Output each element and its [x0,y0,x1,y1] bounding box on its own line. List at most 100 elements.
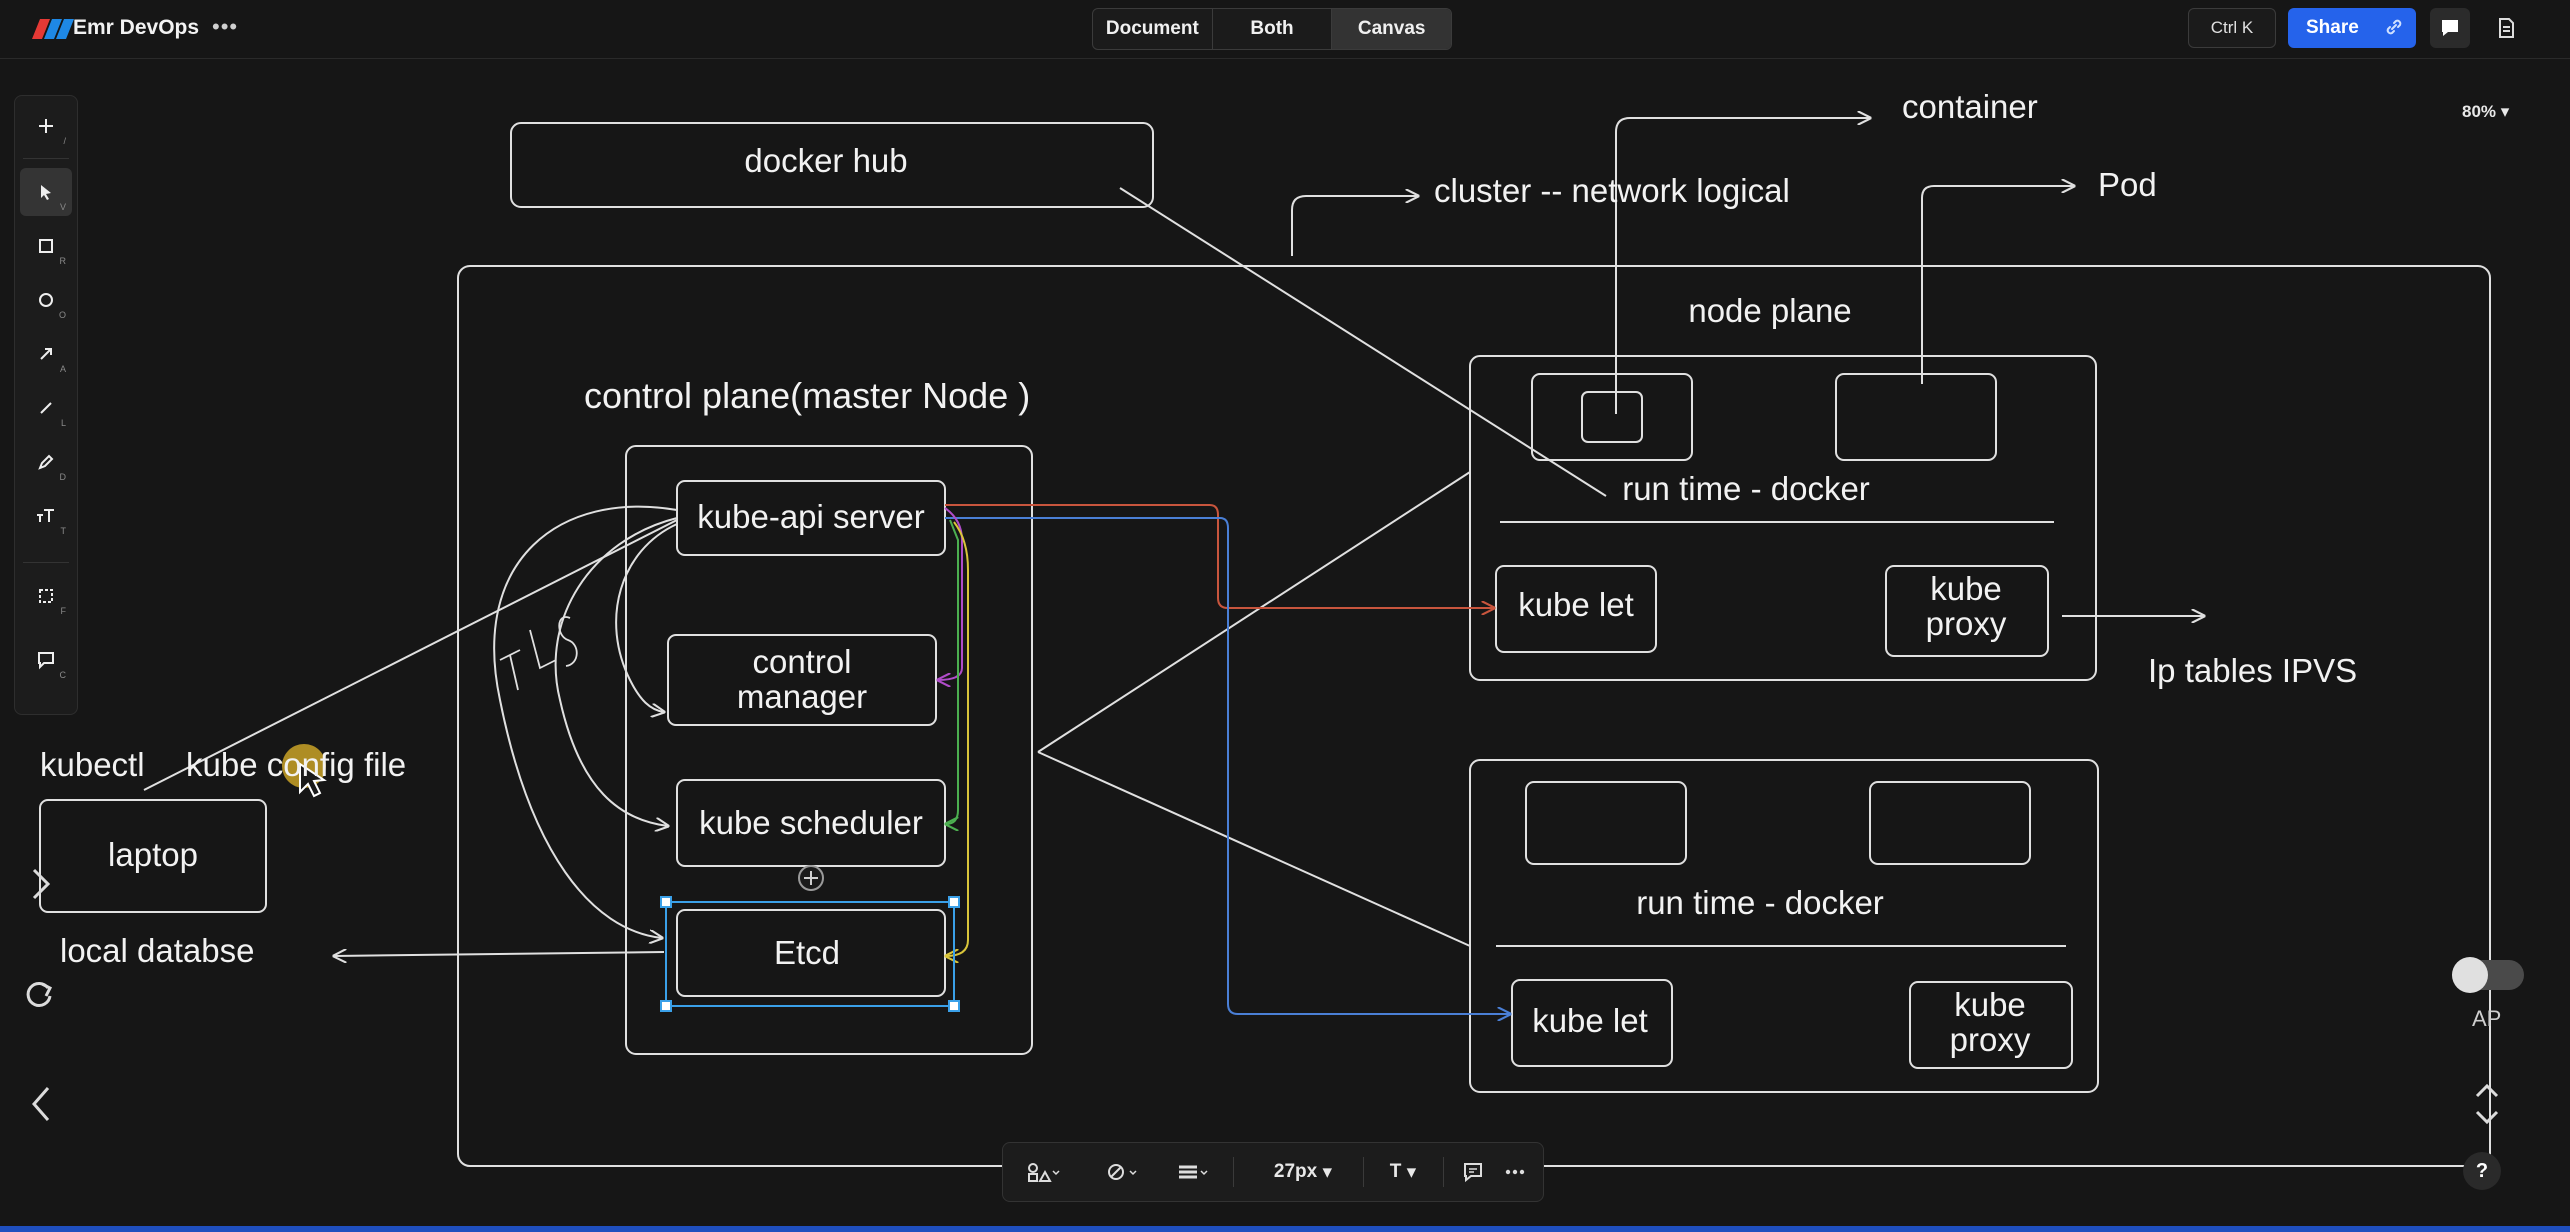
pencil-icon [38,454,54,470]
no-fill-icon [1108,1164,1137,1180]
control-manager-box [667,634,937,726]
selection-handle [660,1000,672,1012]
kube-proxy-label-1[interactable]: kube proxy [1925,570,2007,642]
shortcut-key: R [59,256,67,266]
runtime-docker-label-2[interactable]: run time - docker [1636,884,1884,921]
kube-api-label[interactable]: kube-api server [697,498,925,535]
shape-style-button[interactable] [1013,1143,1073,1201]
control-manager-label[interactable]: control manager [736,643,868,715]
fill-none-button[interactable] [1093,1143,1153,1201]
add-tool[interactable]: / [20,102,72,150]
toolbar-divider [23,562,69,563]
node2-slot-b [1869,781,2031,865]
share-button[interactable]: Share [2288,8,2416,48]
tls-curve-3 [615,523,678,712]
font-size-dropdown[interactable]: 27px ▾ [1273,1161,1333,1183]
more-horizontal-icon [1505,1169,1525,1175]
tab-both[interactable]: Both [1213,9,1333,49]
app-title[interactable]: Emr DevOps [73,16,200,39]
kube-proxy-label-2[interactable]: kube proxy [1949,986,2031,1058]
rectangle-tool[interactable]: R [20,222,72,270]
ellipse-tool[interactable]: O [20,276,72,324]
selection-handle [948,896,960,908]
control-to-node1-line [1037,471,1471,753]
tls-curve-2 [554,517,678,826]
tab-canvas[interactable]: Canvas [1332,9,1451,49]
arrow-tool[interactable]: A [20,330,72,378]
add-comment-button[interactable] [1453,1143,1493,1201]
text-tool[interactable]: T [20,492,72,540]
frame-tool[interactable]: F [20,572,72,620]
command-palette-button[interactable]: Ctrl K [2188,8,2276,48]
text-style-value: T [1389,1161,1402,1182]
app-logo-icon[interactable] [32,19,78,39]
cursor-icon [299,762,327,798]
shapes-icon [1028,1163,1060,1182]
selection-handle [660,896,672,908]
format-divider [1233,1157,1234,1187]
drawing-toolbar: / V R O A L D T F C [14,95,78,715]
green-api-to-scheduler-arrow [946,519,959,824]
kube-config-label[interactable]: kube config file [186,746,407,783]
ellipse-icon [39,293,53,307]
line-icon [40,402,52,414]
etcd-label[interactable]: Etcd [773,934,841,971]
blue-api-to-kubelet2-arrow [945,517,1510,1014]
shortcut-key: V [59,202,66,212]
ap-toggle-switch[interactable] [2452,957,2524,993]
expand-vertical-icon[interactable] [2472,1082,2502,1126]
line-tool[interactable]: L [20,384,72,432]
format-divider [1363,1157,1364,1187]
select-tool[interactable]: V [20,168,72,216]
ap-label: AP [2472,1006,2502,1031]
more-options-button[interactable]: ••• [212,14,239,39]
refresh-icon[interactable] [22,976,56,1010]
etcd-selection [665,901,955,1007]
node1-proxy-box [1885,565,2049,657]
selection-handle [948,1000,960,1012]
document-outline-button[interactable] [2490,12,2522,44]
zoom-value: 80% [2462,102,2497,121]
plus-icon [39,119,53,133]
local-db-arrow [334,952,665,956]
kubelet-label-1[interactable]: kube let [1518,586,1634,623]
kubectl-label[interactable]: kubectl [40,746,145,783]
comments-button[interactable] [2430,8,2470,48]
pencil-tool[interactable]: D [20,438,72,486]
stroke-width-button[interactable] [1163,1143,1223,1201]
tls-curve-1 [493,505,678,938]
chevron-left-icon[interactable] [26,1084,56,1124]
zoom-level-dropdown[interactable]: 80% ▾ [2462,102,2510,121]
tab-document[interactable]: Document [1093,9,1213,49]
canvas-drawing[interactable] [0,58,2570,1226]
local-database-label[interactable]: local databse [60,932,255,969]
node1-box [1469,355,2097,681]
container-label[interactable]: container [1902,88,2038,125]
chevron-right-icon[interactable] [26,866,56,902]
control-to-node2-line [1037,751,1471,947]
comment-icon [38,652,54,670]
node1-pod-slot [1835,373,1997,461]
node1-inner-container [1581,391,1643,443]
help-button[interactable]: ? [2463,1152,2501,1190]
comment-tool[interactable]: C [20,636,72,684]
ip-tables-label[interactable]: Ip tables IPVS [2148,652,2358,689]
control-plane-label[interactable]: control plane(master Node ) [584,375,1031,416]
format-divider [1443,1157,1444,1187]
kube-scheduler-label[interactable]: kube scheduler [699,804,923,841]
docker-hub-label[interactable]: docker hub [744,142,908,179]
text-style-dropdown[interactable]: T ▾ [1389,1161,1417,1183]
yellow-api-to-etcd-arrow [946,521,969,956]
node-plane-label[interactable]: node plane [1688,292,1852,329]
kubelet-label-2[interactable]: kube let [1532,1002,1648,1039]
view-switcher: Document Both Canvas [1092,8,1452,50]
laptop-label[interactable]: laptop [108,836,198,873]
more-format-options-button[interactable] [1495,1143,1535,1201]
runtime-docker-label-1[interactable]: run time - docker [1622,470,1870,507]
cluster-label[interactable]: cluster -- network logical [1434,172,1790,209]
node2-box [1469,759,2099,1093]
document-icon [2499,18,2514,38]
node2-kubelet-box [1511,979,1673,1067]
toolbar-divider [23,158,69,159]
pod-label[interactable]: Pod [2098,166,2157,203]
